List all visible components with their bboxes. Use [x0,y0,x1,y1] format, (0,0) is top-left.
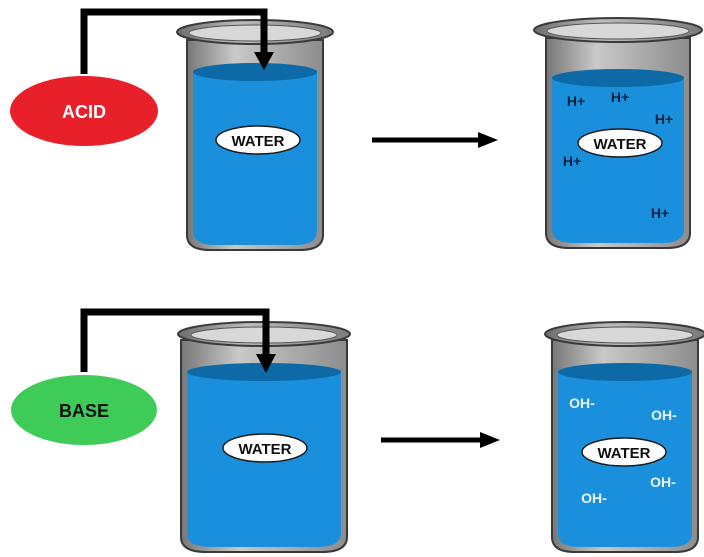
hydrogen-ion: H+ [651,205,669,221]
hydroxide-ion: OH- [581,490,607,506]
hydrogen-ion: H+ [611,89,629,105]
water-label-badge: WATER [577,128,663,158]
water-surface [552,69,684,87]
water-surface [193,63,317,81]
base-source: BASE [11,375,157,445]
water-label: WATER [597,445,650,462]
base-label: BASE [59,401,109,421]
hydroxide-ion: OH- [651,407,677,423]
hydrogen-ion: H+ [563,153,581,169]
water-label-badge: WATER [215,125,301,155]
pipe-arrowhead [254,52,274,70]
base-pipe [80,308,270,372]
acid-oval [10,76,158,146]
water-surface [187,363,341,381]
water-fill [552,76,684,243]
acid-label: ACID [62,102,106,122]
acid-pipe [80,8,268,74]
beaker-acid-result [533,17,703,249]
water-label: WATER [593,136,646,153]
water-surface [558,363,692,381]
hydrogen-ion: H+ [655,111,673,127]
water-label-badge: WATER [581,437,667,467]
beaker-base-result [544,321,704,553]
hydroxide-ion: OH- [569,395,595,411]
water-label: WATER [238,441,291,458]
acid-source: ACID [10,76,158,146]
water-label: WATER [231,133,284,150]
hydroxide-ion: OH- [650,474,676,490]
base-oval [11,375,157,445]
water-label-badge: WATER [222,433,308,463]
pipe-arrowhead [256,354,276,373]
hydrogen-ion: H+ [567,93,585,109]
water-fill [193,70,317,245]
